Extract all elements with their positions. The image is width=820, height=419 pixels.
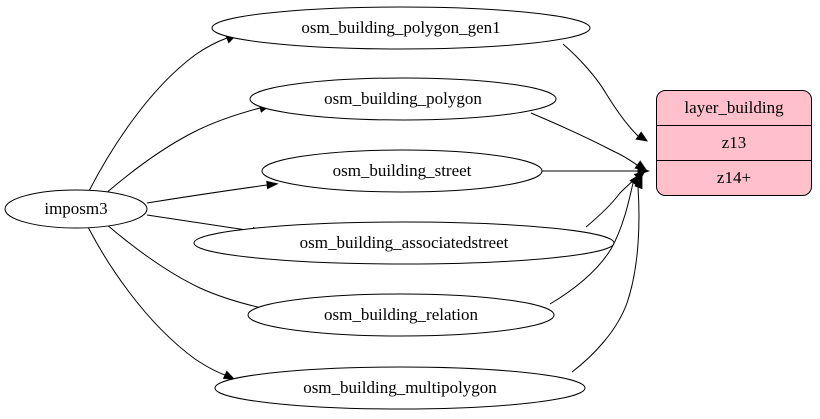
- node-osm_building_multipolygon[interactable]: osm_building_multipolygon: [214, 366, 586, 410]
- edge-osm_building_polygon-to-zoom-z14plus: [530, 112, 648, 171]
- node-imposm3-shape[interactable]: [4, 189, 148, 229]
- node-osm_building_associatedstreet-label: osm_building_associatedstreet: [300, 233, 509, 252]
- node-osm_building_multipolygon-label: osm_building_multipolygon: [303, 378, 497, 397]
- edge-imposm3-to-osm_building_street: [146, 180, 279, 204]
- edge-imposm3-to-osm_building_multipolygon: [87, 226, 236, 380]
- node-imposm3-label: imposm3: [44, 199, 107, 218]
- node-osm_building_polygon[interactable]: osm_building_polygon: [249, 77, 557, 121]
- node-osm_building_street-label: osm_building_street: [333, 161, 472, 180]
- node-osm_building_street-shape[interactable]: [261, 149, 543, 193]
- node-osm_building_relation-label: osm_building_relation: [324, 305, 478, 324]
- node-osm_building_polygon_gen1-shape[interactable]: [211, 6, 591, 50]
- edge-osm_building_multipolygon-to-zoom-z14plus: [571, 176, 643, 373]
- edge-imposm3-to-osm_building_polygon: [104, 104, 272, 195]
- node-osm_building_associatedstreet-shape[interactable]: [193, 221, 615, 265]
- edge-osm_building_polygon_gen1-to-zoom-z13: [562, 43, 649, 142]
- node-osm_building_relation-shape[interactable]: [247, 293, 555, 337]
- node-imposm3[interactable]: imposm3: [4, 189, 148, 229]
- node-osm_building_associatedstreet[interactable]: osm_building_associatedstreet: [193, 221, 615, 265]
- layer_building-row-name: layer_building: [684, 98, 784, 117]
- node-osm_building_polygon-shape[interactable]: [249, 77, 557, 121]
- layer_building-row-z14plus: z14+: [717, 168, 751, 187]
- node-osm_building_street[interactable]: osm_building_street: [261, 149, 543, 193]
- layer_building-body[interactable]: [656, 90, 812, 196]
- edge-group-tables-to-layer: [530, 43, 651, 373]
- node-osm_building_relation[interactable]: osm_building_relation: [247, 293, 555, 337]
- node-osm_building_polygon_gen1-label: osm_building_polygon_gen1: [301, 18, 500, 37]
- node-layer_building[interactable]: layer_building z13 z14+: [656, 90, 812, 196]
- node-osm_building_polygon_gen1[interactable]: osm_building_polygon_gen1: [211, 6, 591, 50]
- edge-osm_building_street-to-zoom-z14plus: [542, 166, 651, 176]
- node-osm_building_multipolygon-shape[interactable]: [214, 366, 586, 410]
- layer_building-row-z13: z13: [722, 133, 747, 152]
- node-osm_building_polygon-label: osm_building_polygon: [324, 89, 482, 108]
- edge-imposm3-to-osm_building_polygon_gen1: [88, 34, 238, 192]
